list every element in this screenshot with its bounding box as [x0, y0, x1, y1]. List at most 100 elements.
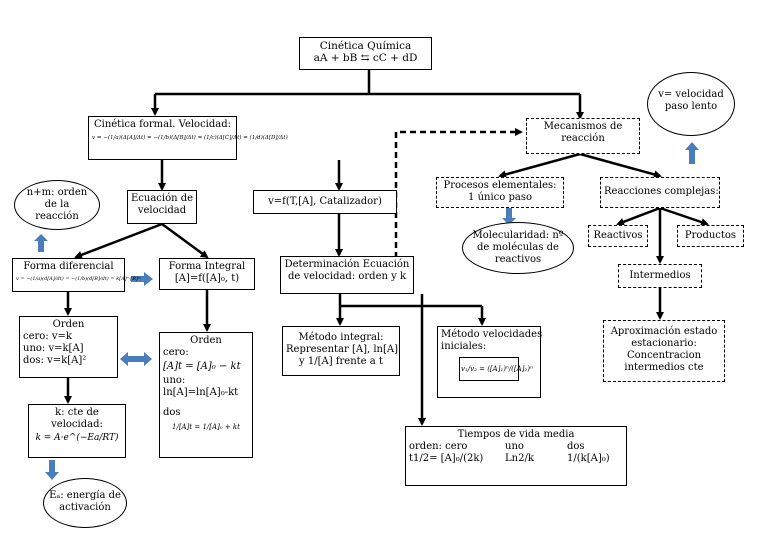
metodo-integral-line1: Método integral:: [298, 332, 384, 343]
orden1-cero: cero: v=k: [23, 331, 72, 342]
aproximacion-line2: estacionario:: [631, 338, 697, 349]
tiempos-cell: orden: cero: [409, 441, 468, 452]
orden2-title: Orden: [190, 335, 222, 346]
mecanismos-line1: Mecanismos de: [543, 121, 623, 132]
orden1-dos: dos: v=k[A]²: [23, 355, 87, 366]
orden1-uno: uno: v=k[A]: [23, 343, 84, 354]
connector-line: [74, 222, 163, 259]
molecularidad-line3: reactivos: [494, 254, 542, 265]
procesos-elementales-box: Procesos elementales: 1 único paso: [436, 177, 564, 208]
tiempos-cell: t1/2= [A]₀/(2k): [409, 453, 484, 464]
cinetica-formal-box: Cinética formal. Velocidad: v = −(1/a)(Δ…: [88, 116, 288, 160]
ea-line1: Eₐ: energía de: [49, 490, 121, 501]
aproximacion-line4: intermedios cte: [624, 362, 704, 373]
molecularidad-line2: de moléculas de: [477, 242, 559, 253]
vlenta-line2: paso lento: [664, 101, 718, 112]
forma-integral-box: Forma Integral [A]=f([A]₀, t): [159, 258, 255, 290]
tiempos-cell: uno: [505, 441, 524, 452]
ea-line2: activación: [59, 502, 111, 513]
tiempos-vida-media-box: Tiempos de vida media orden: cero uno do…: [405, 426, 627, 486]
mecanismos-line2: reacción: [561, 133, 605, 144]
metodo-vel-line2: iniciales:: [441, 341, 487, 352]
down-arrow-icon: [45, 460, 59, 480]
metodo-velocidades-box: Método velocidades iniciales: v₁/v₂ = ([…: [437, 326, 543, 398]
norden-line3: reacción: [35, 211, 79, 222]
orden2-dos-eq: 1/[A]t = 1/[A]₀ + kt: [172, 423, 240, 431]
connector-line: [616, 206, 661, 226]
tiempos-cell: Ln2/k: [505, 453, 534, 464]
connector-line: [394, 128, 523, 258]
connector-line: [498, 152, 581, 179]
aproximacion-line3: Concentracion: [626, 350, 702, 361]
integral-line2: [A]=f([A]₀, t): [174, 273, 240, 284]
intermedios-box: Intermedios: [618, 264, 702, 288]
elementales-line1: Procesos elementales:: [443, 180, 557, 191]
reactivos-text: Reactivos: [593, 230, 643, 241]
complejas-text: Reacciones complejas:: [604, 186, 719, 197]
tiempos-title: Tiempos de vida media: [457, 429, 575, 440]
elementales-line2: 1 único paso: [468, 192, 532, 203]
molecularidad-line1: Molecularidad: nº: [472, 230, 564, 241]
vlenta-line1: v= velocidad: [658, 89, 724, 100]
orden-integral-box: Orden cero: [A]t = [A]₀ − kt uno: ln[A]=…: [159, 332, 253, 458]
kcte-formula: k = A·e^(−Ea/RT): [35, 433, 119, 443]
v-funcion-box: v=f(T,[A], Catalizador): [253, 190, 397, 214]
orden2-cero: cero:: [163, 347, 189, 358]
metodo-vel-formula: v₁/v₂ = ([A]₁)ⁿ/([A]₂)ⁿ: [459, 357, 533, 381]
up-arrow-icon: [34, 234, 48, 252]
formal-title: Cinética formal. Velocidad:: [93, 119, 232, 130]
k-constante-box: k: cte de velocidad: k = A·e^(−Ea/RT): [28, 404, 126, 458]
tiempos-cell: dos: [567, 441, 585, 452]
down-arrow-icon: [502, 207, 516, 225]
productos-box: Productos: [677, 225, 744, 247]
reacciones-complejas-box: Reacciones complejas:: [600, 177, 720, 208]
forma-diferencial-box: Forma diferencial v = −(1/a)(d[A]/dt) = …: [12, 258, 141, 292]
kcte-line1: k: cte de: [55, 407, 99, 418]
aproximacion-box: Aproximación estado estacionario: Concen…: [603, 320, 725, 382]
metodo-integral-line3: y 1/[A] frente a t: [299, 356, 383, 367]
connector-line: [161, 222, 209, 259]
tiempos-row1: orden: cero uno dos: [409, 441, 623, 453]
orden2-dos: dos: [163, 407, 181, 418]
orden2-uno-eq: ln[A]=ln[A]₀-kt: [163, 387, 239, 398]
mecanismos-box: Mecanismos de reacción: [526, 118, 640, 154]
cinetica-quimica-box: Cinética Química aA + bB ⇆ cC + dD: [299, 37, 432, 70]
determinacion-line2: de velocidad: orden y k: [287, 271, 407, 282]
norden-line2: de la: [44, 199, 70, 210]
determinacion-line1: Determinación Ecuación: [284, 259, 410, 270]
orden-reaccion-ellipse: n+m: orden de la reacción: [14, 180, 100, 230]
reactivos-box: Reactivos: [588, 225, 648, 247]
productos-text: Productos: [684, 230, 737, 241]
tiempos-row2: t1/2= [A]₀/(2k) Ln2/k 1/(k[A]₀): [409, 453, 623, 465]
aproximacion-line1: Aproximación estado: [610, 326, 718, 337]
right-arrow-icon: [131, 272, 153, 286]
orden1-title: Orden: [52, 319, 85, 330]
vf-text: v=f(T,[A], Catalizador): [268, 196, 382, 207]
connector-line: [659, 206, 709, 226]
determinacion-box: Determinación Ecuación de velocidad: ord…: [280, 256, 414, 294]
intermedios-text: Intermedios: [629, 270, 691, 281]
orden-velocidad-box: Orden cero: v=k uno: v=k[A] dos: v=k[A]²: [19, 316, 118, 378]
norden-line1: n+m: orden: [26, 187, 88, 198]
double-arrow-icon: [120, 352, 152, 366]
title-line2: aA + bB ⇆ cC + dD: [313, 52, 418, 64]
diferencial-formula: v = −(1/a)(d[A]/dt) = −(1/b)(d[B]/dt) = …: [16, 276, 141, 282]
formal-formula: v = −(1/a)(Δ[A]/Δt) = −(1/b)(Δ[B]/Δt) = …: [92, 135, 288, 141]
metodo-integral-line2: Representar [A], ln[A]: [286, 344, 399, 355]
integral-title: Forma Integral: [168, 261, 246, 272]
metodo-integral-box: Método integral: Representar [A], ln[A] …: [282, 326, 400, 376]
diferencial-title: Forma diferencial: [23, 261, 114, 272]
ecuacion-line2: velocidad: [137, 205, 187, 216]
energia-activacion-ellipse: Eₐ: energía de activación: [43, 478, 127, 528]
kcte-line2: velocidad:: [51, 419, 103, 430]
molecularidad-ellipse: Molecularidad: nº de moléculas de reacti…: [462, 222, 574, 274]
velocidad-paso-lento-ellipse: v= velocidad paso lento: [647, 72, 735, 136]
orden2-cero-eq: [A]t = [A]₀ − kt: [163, 361, 241, 372]
title-line1: Cinética Química: [319, 40, 412, 52]
metodo-vel-line1: Método velocidades: [441, 329, 543, 340]
ecuacion-velocidad-box: Ecuación de velocidad: [127, 190, 197, 224]
up-arrow-icon: [685, 142, 699, 164]
orden2-uno: uno:: [163, 375, 186, 386]
